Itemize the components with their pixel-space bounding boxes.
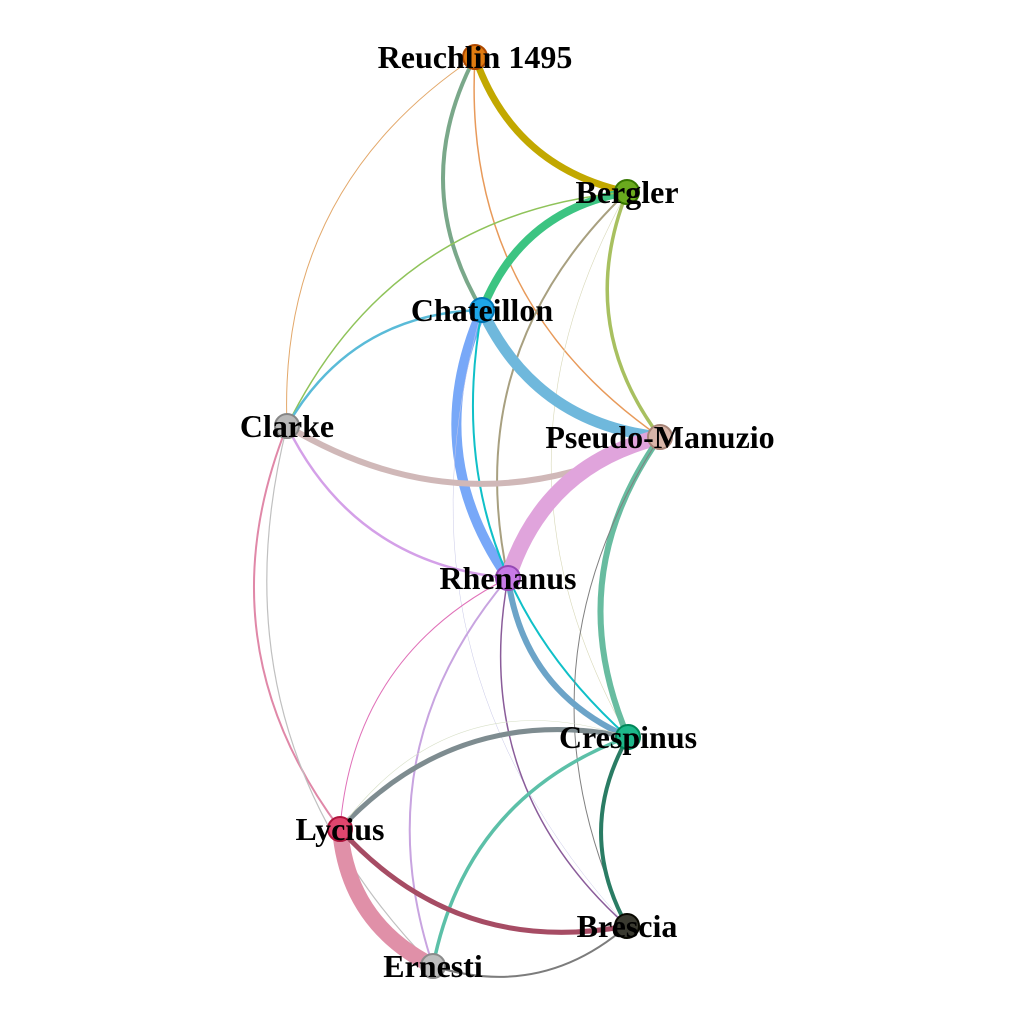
node-label-bergler: Bergler <box>575 174 678 210</box>
edge-reuchlin-clarke <box>286 56 476 427</box>
node-label-crespinus: Crespinus <box>559 719 697 755</box>
edge-bergler-crespinus <box>551 191 629 738</box>
node-label-pseudo_manuzio: Pseudo-Manuzio <box>545 419 774 455</box>
edge-crespinus-lycius <box>339 720 629 830</box>
node-rhenanus[interactable] <box>495 565 521 591</box>
edge-pseudo_manuzio-rhenanus <box>500 429 668 586</box>
edge-bergler-clarke <box>286 191 628 427</box>
edge-rhenanus-lycius <box>339 577 509 830</box>
edge-rhenanus-crespinus <box>505 575 631 740</box>
node-brescia[interactable] <box>614 913 640 939</box>
node-label-rhenanus: Rhenanus <box>440 560 577 596</box>
node-lycius[interactable] <box>327 816 353 842</box>
node-label-chateillon: Chateillon <box>411 292 553 328</box>
nodes-layer <box>274 44 673 979</box>
node-bergler[interactable] <box>614 179 640 205</box>
node-label-reuchlin: Reuchlin 1495 <box>378 39 573 75</box>
edge-bergler-pseudo_manuzio <box>605 190 662 439</box>
edge-crespinus-lycius <box>337 727 631 832</box>
node-label-brescia: Brescia <box>577 908 678 944</box>
edge-ernesti-brescia <box>432 925 628 978</box>
edge-pseudo_manuzio-crespinus <box>597 434 663 740</box>
node-pseudo_manuzio[interactable] <box>647 424 673 450</box>
edge-reuchlin-bergler <box>471 53 631 196</box>
edge-rhenanus-ernesti <box>408 577 509 967</box>
node-crespinus[interactable] <box>615 724 641 750</box>
node-label-clarke: Clarke <box>240 408 334 444</box>
edge-chateillon-crespinus <box>472 309 629 738</box>
node-reuchlin[interactable] <box>462 44 488 70</box>
edge-clarke-lycius <box>253 425 341 830</box>
node-chateillon[interactable] <box>469 297 495 323</box>
edge-chateillon-rhenanus <box>451 305 513 583</box>
edge-clarke-rhenanus <box>285 424 510 580</box>
node-label-lycius: Lycius <box>296 811 385 847</box>
edge-lycius-ernesti <box>332 821 441 974</box>
edge-pseudo_manuzio-brescia <box>573 436 661 927</box>
edges-layer <box>253 53 668 978</box>
edge-reuchlin-pseudo_manuzio <box>473 56 661 438</box>
edge-clarke-ernesti <box>266 425 434 967</box>
node-ernesti[interactable] <box>420 953 446 979</box>
edge-crespinus-brescia <box>599 735 630 928</box>
edge-crespinus-ernesti <box>431 735 630 968</box>
edge-chateillon-brescia <box>452 309 628 927</box>
edge-bergler-chateillon <box>478 188 631 314</box>
edge-reuchlin-chateillon <box>440 55 484 312</box>
edge-chateillon-clarke <box>285 308 484 428</box>
edge-chateillon-pseudo_manuzio <box>476 304 666 443</box>
edge-rhenanus-brescia <box>499 577 628 927</box>
edge-lycius-brescia <box>337 826 630 935</box>
node-clarke[interactable] <box>274 413 300 439</box>
node-label-ernesti: Ernesti <box>383 948 483 984</box>
